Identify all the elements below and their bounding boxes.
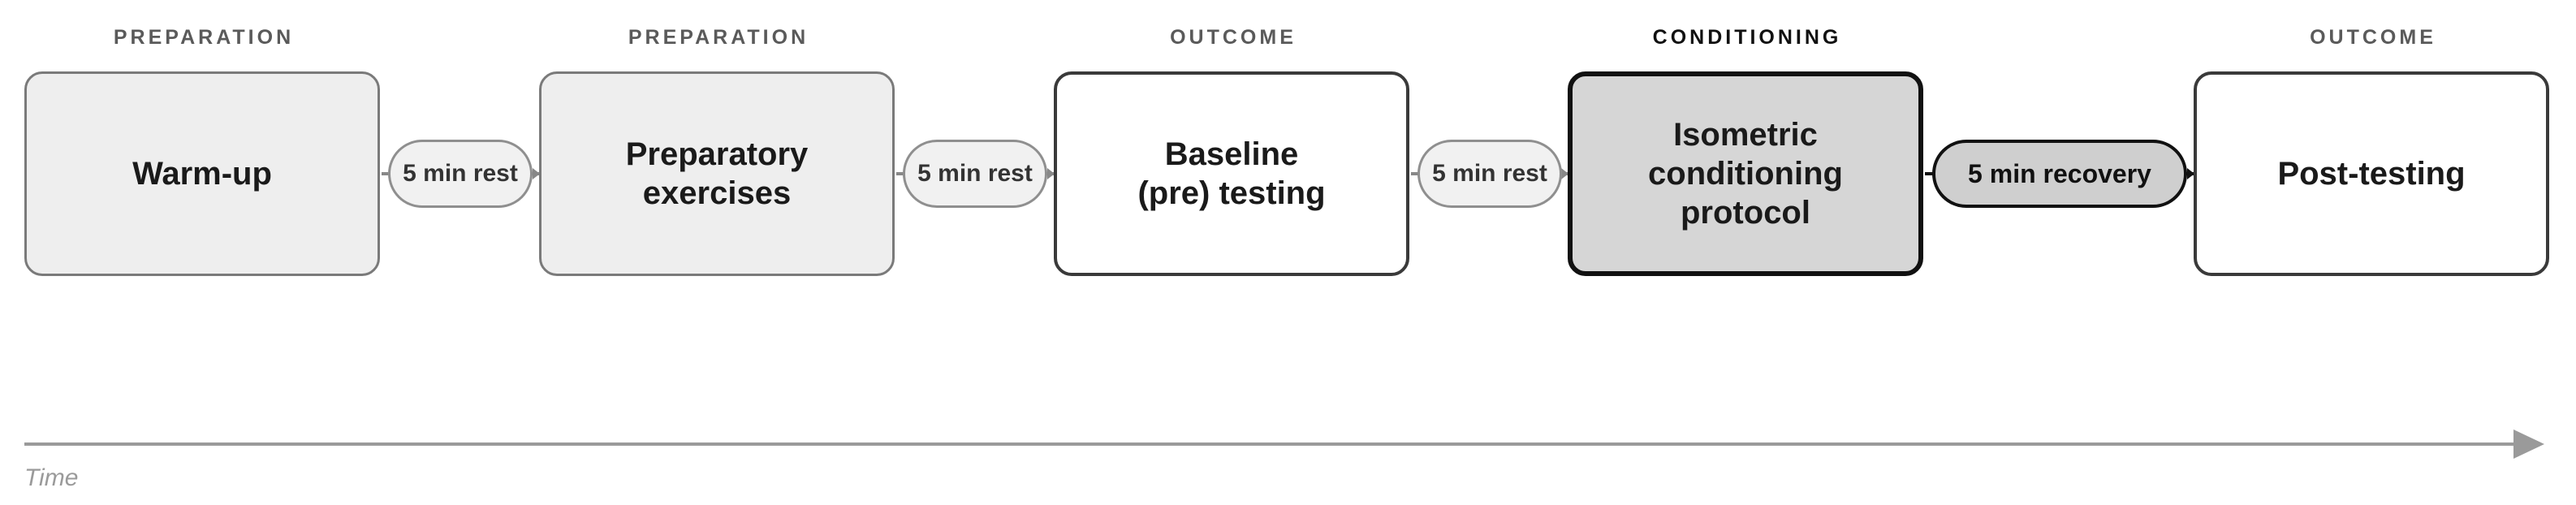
stage-isometric-conditioning-label: Isometric conditioning protocol <box>1648 117 1843 231</box>
arrowhead-1 <box>533 168 540 179</box>
time-axis-label: Time <box>24 464 79 491</box>
arrowhead-4 <box>2187 168 2194 179</box>
stage-preparatory-exercises-label: Preparatory exercises <box>625 136 809 211</box>
phase-label-post: OUTCOME <box>2310 26 2436 49</box>
stage-warmup-label: Warm-up <box>132 156 272 192</box>
interval-rest-1: 5 min rest <box>388 140 533 208</box>
stage-post-testing: Post-testing <box>2194 71 2549 276</box>
stage-isometric-conditioning: Isometric conditioning protocol <box>1568 71 1923 276</box>
stage-baseline-testing-label: Baseline (pre) testing <box>1137 136 1326 211</box>
stage-preparatory-exercises: Preparatory exercises <box>539 71 895 276</box>
interval-recovery: 5 min recovery <box>1932 140 2187 208</box>
time-axis-line <box>24 442 2515 446</box>
arrowhead-3 <box>1561 168 1568 179</box>
phase-label-conditioning: CONDITIONING <box>1652 26 1842 49</box>
interval-rest-2: 5 min rest <box>903 140 1047 208</box>
phase-label-preparatory: PREPARATION <box>628 26 809 49</box>
interval-rest-3: 5 min rest <box>1417 140 1562 208</box>
arrowhead-2 <box>1047 168 1055 179</box>
stage-post-testing-label: Post-testing <box>2277 156 2466 192</box>
stage-baseline-testing: Baseline (pre) testing <box>1054 71 1409 276</box>
stage-warmup: Warm-up <box>24 71 380 276</box>
phase-label-warmup: PREPARATION <box>113 26 295 49</box>
time-axis-arrow-icon <box>2513 429 2544 459</box>
phase-label-baseline: OUTCOME <box>1170 26 1297 49</box>
